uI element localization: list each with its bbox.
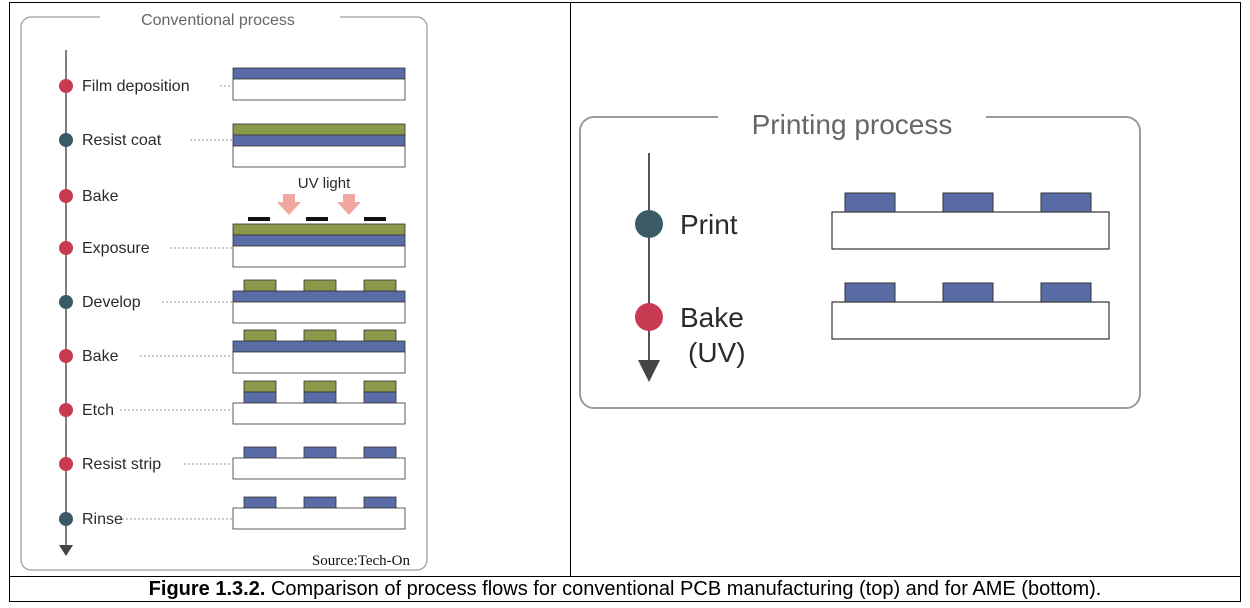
- film-pattern: [303, 391, 337, 404]
- conventional-step-dot: [59, 133, 73, 147]
- conventional-step-dot: [59, 189, 73, 203]
- conventional-stacks: [232, 67, 406, 530]
- film-pattern: [243, 446, 277, 459]
- film-pattern: [363, 446, 397, 459]
- film-pattern: [363, 391, 397, 404]
- conventional-title: Conventional process: [141, 12, 295, 29]
- substrate: [232, 457, 406, 480]
- film-pattern: [363, 496, 397, 509]
- resist-layer: [232, 223, 406, 236]
- substrate: [232, 78, 406, 101]
- substrate: [232, 145, 406, 168]
- conventional-step-label: Bake: [82, 348, 119, 365]
- printing-panel: Printing process Print Bake (UV): [579, 103, 1141, 409]
- conventional-step-label: Resist strip: [82, 456, 161, 473]
- film-layer: [232, 234, 406, 247]
- source-label: Source:Tech-On: [312, 553, 411, 569]
- figure-caption: Figure 1.3.2. Comparison of process flow…: [9, 577, 1241, 602]
- resist-pattern: [303, 279, 337, 292]
- resist-pattern: [363, 329, 397, 342]
- film-layer: [232, 67, 406, 80]
- film-pattern: [303, 446, 337, 459]
- resist-pattern: [363, 380, 397, 393]
- film-layer: [232, 340, 406, 353]
- resist-layer: [232, 123, 406, 136]
- film-layer: [232, 290, 406, 303]
- conventional-flow-arrow: [59, 545, 73, 556]
- resist-pattern: [303, 329, 337, 342]
- resist-pattern: [243, 279, 277, 292]
- print-step-dot: [635, 210, 663, 238]
- conventional-step-dot: [59, 349, 73, 363]
- caption-number: Figure 1.3.2.: [148, 578, 266, 600]
- film-pattern: [243, 391, 277, 404]
- conventional-step-label: Bake: [82, 188, 119, 205]
- uv-arrow-icon: [277, 194, 361, 215]
- printing-title: Printing process: [752, 109, 953, 140]
- print-step-label: Print: [680, 209, 738, 240]
- bake-uv-label: (UV): [688, 337, 746, 368]
- print-stack: [831, 192, 1110, 250]
- conventional-step-label: Resist coat: [82, 132, 162, 149]
- conventional-title-gap: [100, 8, 340, 28]
- resist-pattern: [243, 380, 277, 393]
- substrate: [232, 351, 406, 374]
- conventional-step-label: Rinse: [82, 511, 123, 528]
- conventional-step-label: Etch: [82, 402, 114, 419]
- conventional-step-label: Exposure: [82, 240, 150, 257]
- conventional-step-dot: [59, 457, 73, 471]
- cell-divider: [570, 2, 571, 577]
- printing-frame: [579, 116, 1141, 409]
- conventional-step-dot: [59, 512, 73, 526]
- conventional-step-label: Develop: [82, 294, 141, 311]
- conventional-step-dot: [59, 403, 73, 417]
- film-pattern: [243, 496, 277, 509]
- printing-flow-arrow: [638, 360, 660, 382]
- resist-pattern: [243, 329, 277, 342]
- film-layer: [232, 134, 406, 147]
- conventional-step-dot: [59, 241, 73, 255]
- bake-step-dot: [635, 303, 663, 331]
- substrate: [232, 507, 406, 530]
- conventional-panel: Conventional process Film depositionResi…: [20, 8, 428, 571]
- substrate: [232, 402, 406, 425]
- resist-pattern: [363, 279, 397, 292]
- resist-pattern: [303, 380, 337, 393]
- substrate: [232, 245, 406, 268]
- bake-stack: [831, 282, 1110, 340]
- figure-table: [9, 2, 1241, 602]
- substrate: [232, 301, 406, 324]
- caption-divider: [9, 576, 1241, 577]
- film-pattern: [303, 496, 337, 509]
- bake-step-label: Bake: [680, 302, 744, 333]
- printing-title-gap: [718, 103, 986, 131]
- uv-light-label: UV light: [298, 175, 351, 192]
- conventional-step-dot: [59, 79, 73, 93]
- caption-text: Comparison of process flows for conventi…: [265, 578, 1102, 600]
- conventional-step-label: Film deposition: [82, 78, 190, 95]
- conventional-step-dot: [59, 295, 73, 309]
- photomask: [248, 217, 386, 221]
